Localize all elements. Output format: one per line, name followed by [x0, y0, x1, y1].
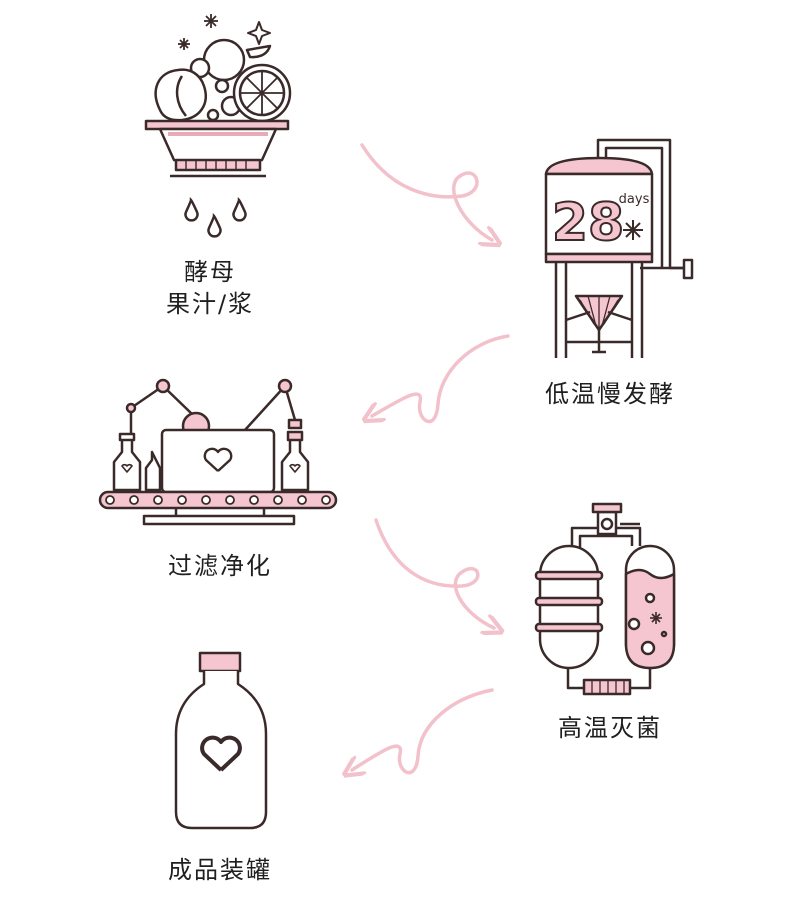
drop-icon — [184, 196, 247, 238]
step-label-filtration: 过滤净化 — [168, 552, 272, 580]
bottle-icon — [174, 651, 268, 830]
heart-logo-icon — [203, 447, 233, 472]
heart-logo-icon — [200, 735, 242, 772]
star-icon — [247, 21, 271, 45]
step-label-line1: 酵母 — [184, 258, 236, 286]
step-label-line2: 果汁/浆 — [165, 290, 255, 318]
step-label-yeast-juice: 酵母 果汁/浆 — [140, 256, 280, 320]
snowflake-icon — [623, 220, 643, 240]
filtration-machine-icon — [98, 378, 338, 526]
tank-day-unit: days — [619, 192, 650, 207]
step-label-sterilization: 高温灭菌 — [558, 714, 662, 742]
fruit-bowl-icon — [144, 14, 292, 178]
sparkle-icon — [178, 14, 218, 50]
step-label-canning: 成品装罐 — [168, 856, 272, 884]
fermentation-tank-icon — [544, 138, 694, 358]
flow-arrow-icon — [352, 143, 510, 773]
step-label-fermentation: 低温慢发酵 — [545, 380, 675, 408]
tank-day-count: 28 — [552, 193, 624, 253]
sterilization-tank-icon — [534, 502, 676, 696]
